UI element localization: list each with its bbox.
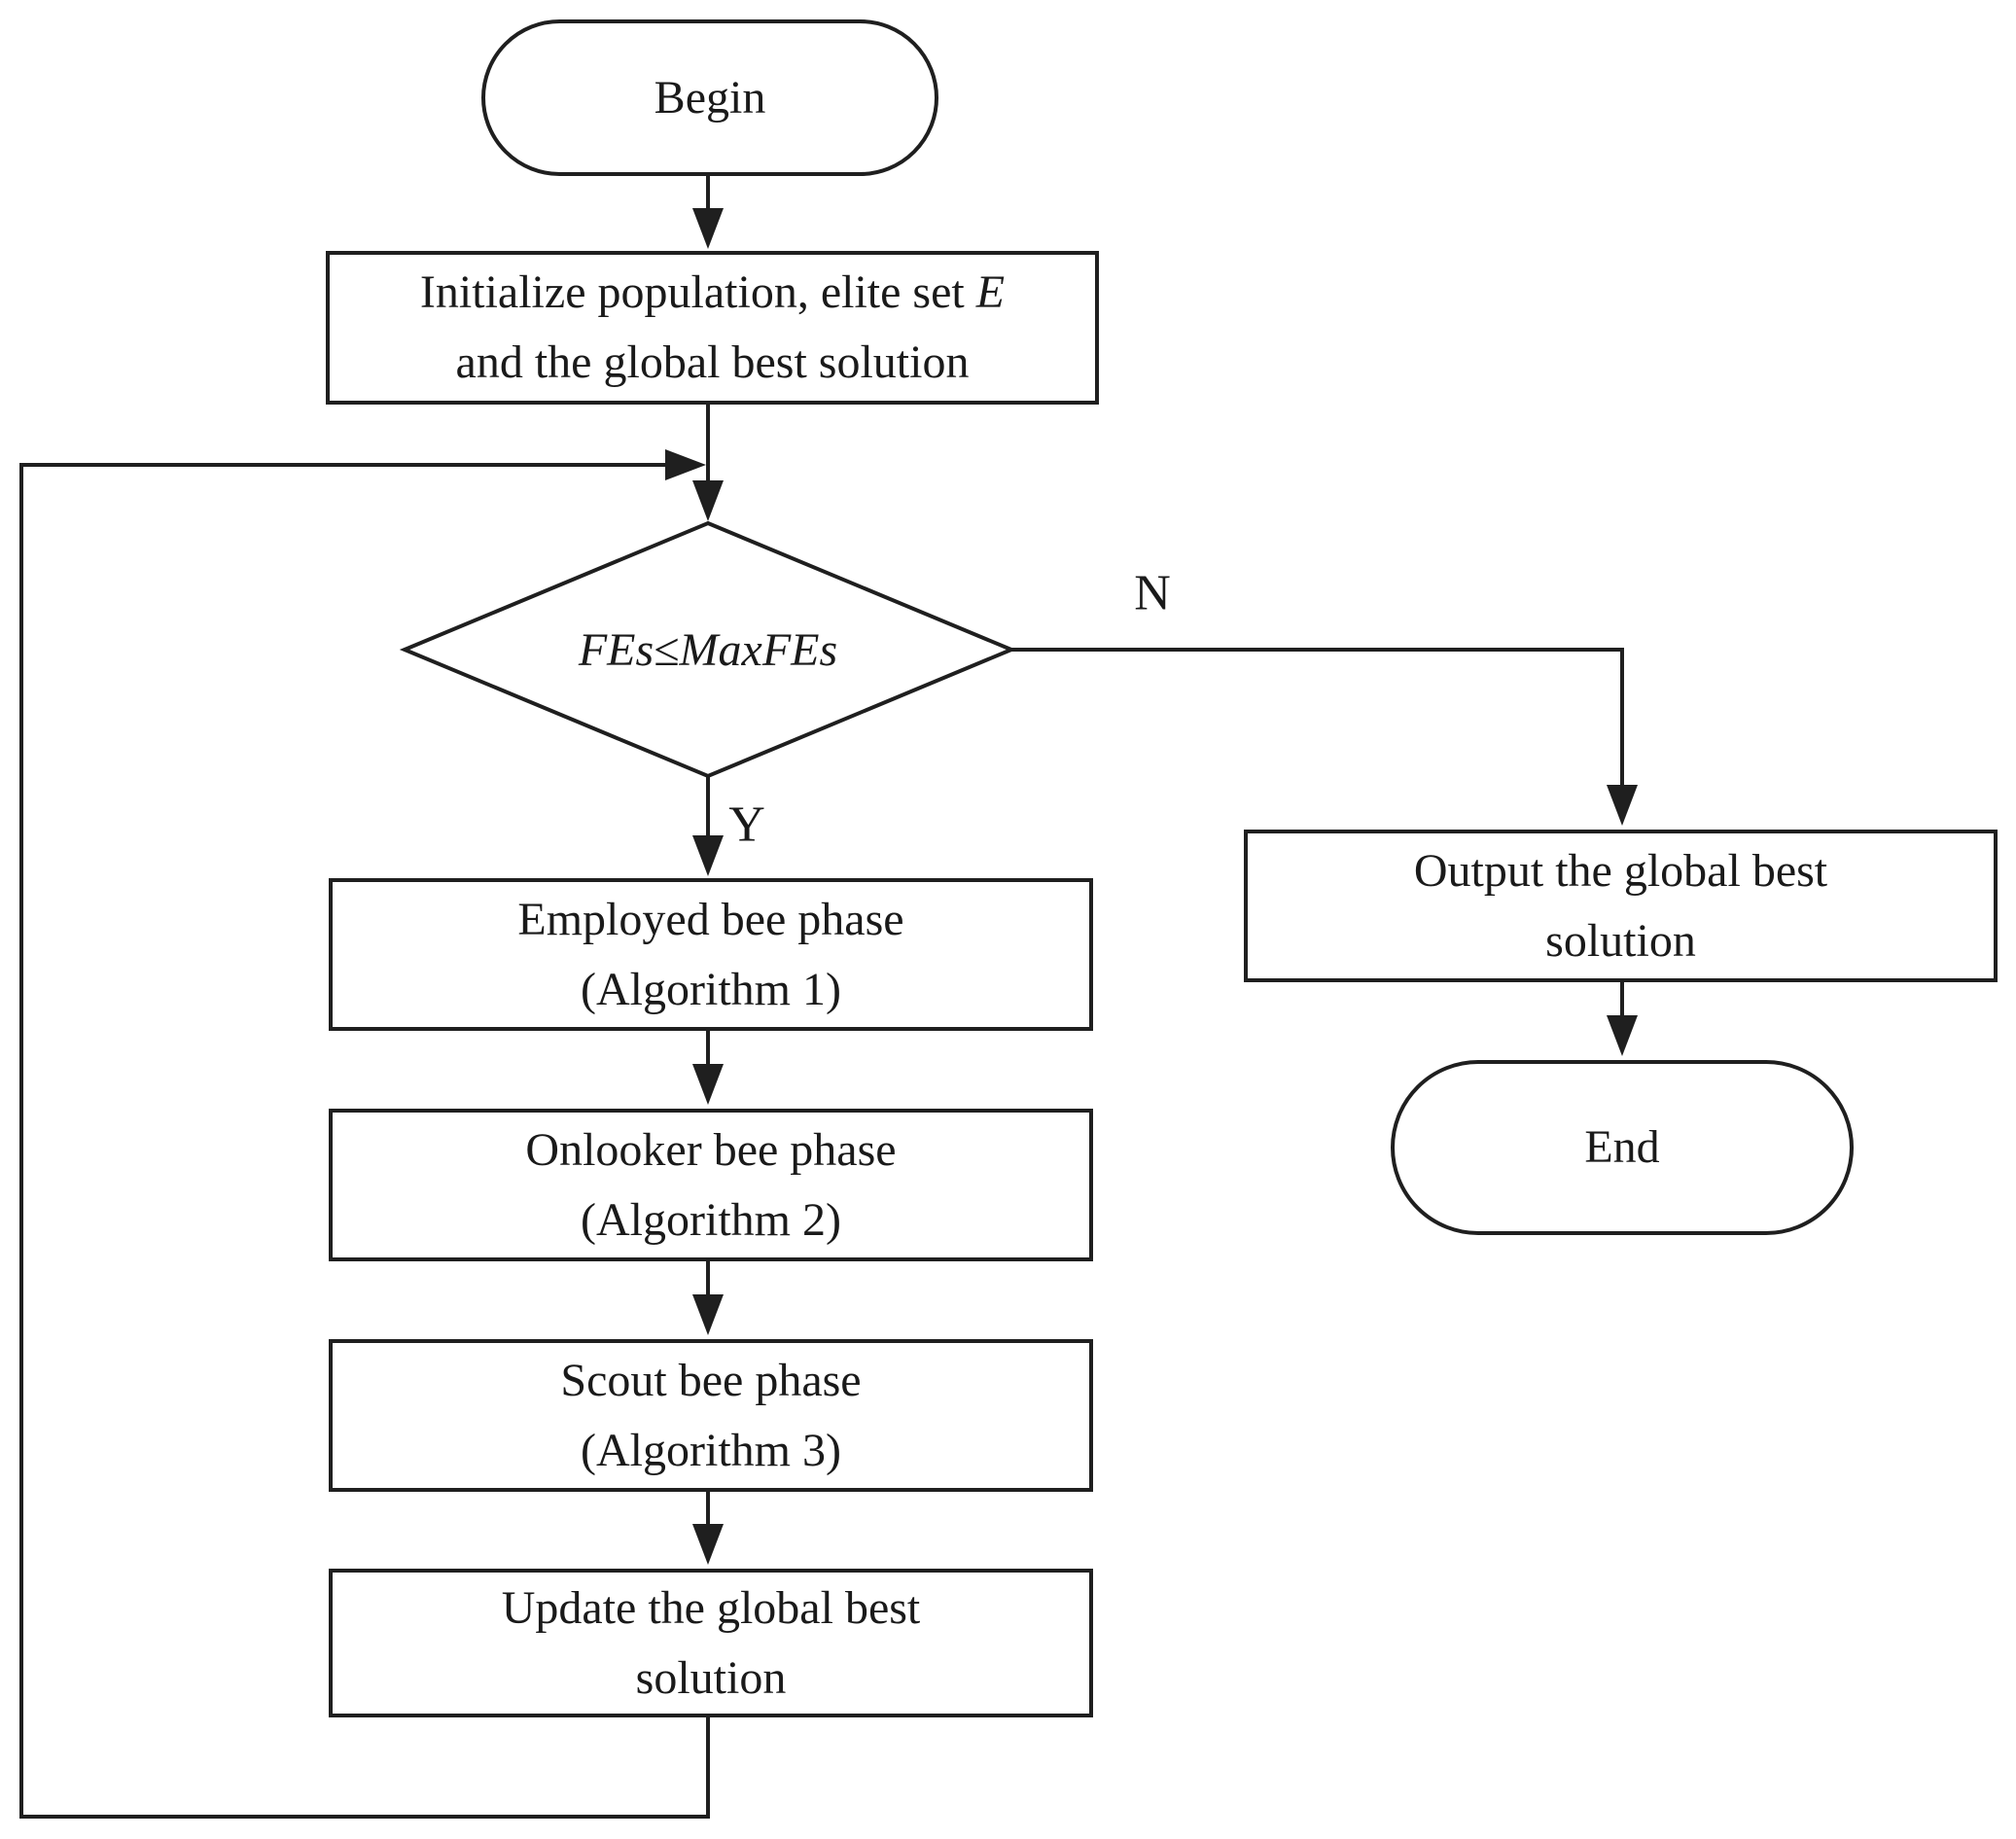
arrowhead-initialize-decision: [692, 480, 724, 521]
scout-bee-phase-box: Scout bee phase (Algorithm 3): [329, 1339, 1093, 1492]
update-label-line1: Update the global best: [501, 1581, 921, 1634]
arrowhead-scout-update: [692, 1524, 724, 1565]
arrowhead-begin-initialize: [692, 208, 724, 249]
output-global-best-box: Output the global best solution: [1244, 830, 1998, 982]
scout-label-line2: (Algorithm 3): [581, 1424, 841, 1476]
onlooker-bee-phase-box: Onlooker bee phase (Algorithm 2): [329, 1109, 1093, 1261]
employed-label-line1: Employed bee phase: [517, 893, 904, 945]
edge-loop-back: [19, 463, 710, 1819]
update-global-best-box: Update the global best solution: [329, 1569, 1093, 1717]
output-label-line2: solution: [1545, 914, 1696, 967]
arrowhead-employed-onlooker: [692, 1064, 724, 1105]
arrowhead-output-end: [1607, 1015, 1638, 1056]
begin-terminator: Begin: [481, 19, 938, 176]
edge-no-branch: [1011, 648, 1624, 791]
arrowhead-no-branch: [1607, 785, 1638, 826]
decision-condition-label: FEs≤MaxFEs: [578, 623, 838, 676]
decision-diamond: FEs≤MaxFEs: [405, 523, 1011, 776]
onlooker-label-line1: Onlooker bee phase: [525, 1123, 897, 1176]
scout-label-line1: Scout bee phase: [560, 1354, 862, 1406]
arrowhead-loop-into-main: [665, 449, 706, 480]
arrowhead-yes-branch: [692, 835, 724, 876]
initialize-process-box: Initialize population, elite set E and t…: [326, 251, 1099, 405]
employed-bee-phase-box: Employed bee phase (Algorithm 1): [329, 878, 1093, 1031]
output-label-line1: Output the global best: [1413, 844, 1828, 897]
end-terminator: End: [1391, 1060, 1854, 1235]
end-label: End: [1584, 1121, 1660, 1173]
begin-label: Begin: [654, 71, 766, 124]
employed-label-line2: (Algorithm 1): [581, 963, 841, 1015]
initialize-label-line2: and the global best solution: [455, 336, 970, 388]
initialize-label-line1: Initialize population, elite set E: [419, 266, 1006, 318]
arrowhead-onlooker-scout: [692, 1294, 724, 1335]
yes-edge-label: Y: [728, 796, 765, 853]
elite-set-symbol: E: [975, 266, 1006, 318]
no-edge-label: N: [1134, 565, 1171, 621]
update-label-line2: solution: [635, 1651, 787, 1704]
onlooker-label-line2: (Algorithm 2): [581, 1193, 841, 1246]
